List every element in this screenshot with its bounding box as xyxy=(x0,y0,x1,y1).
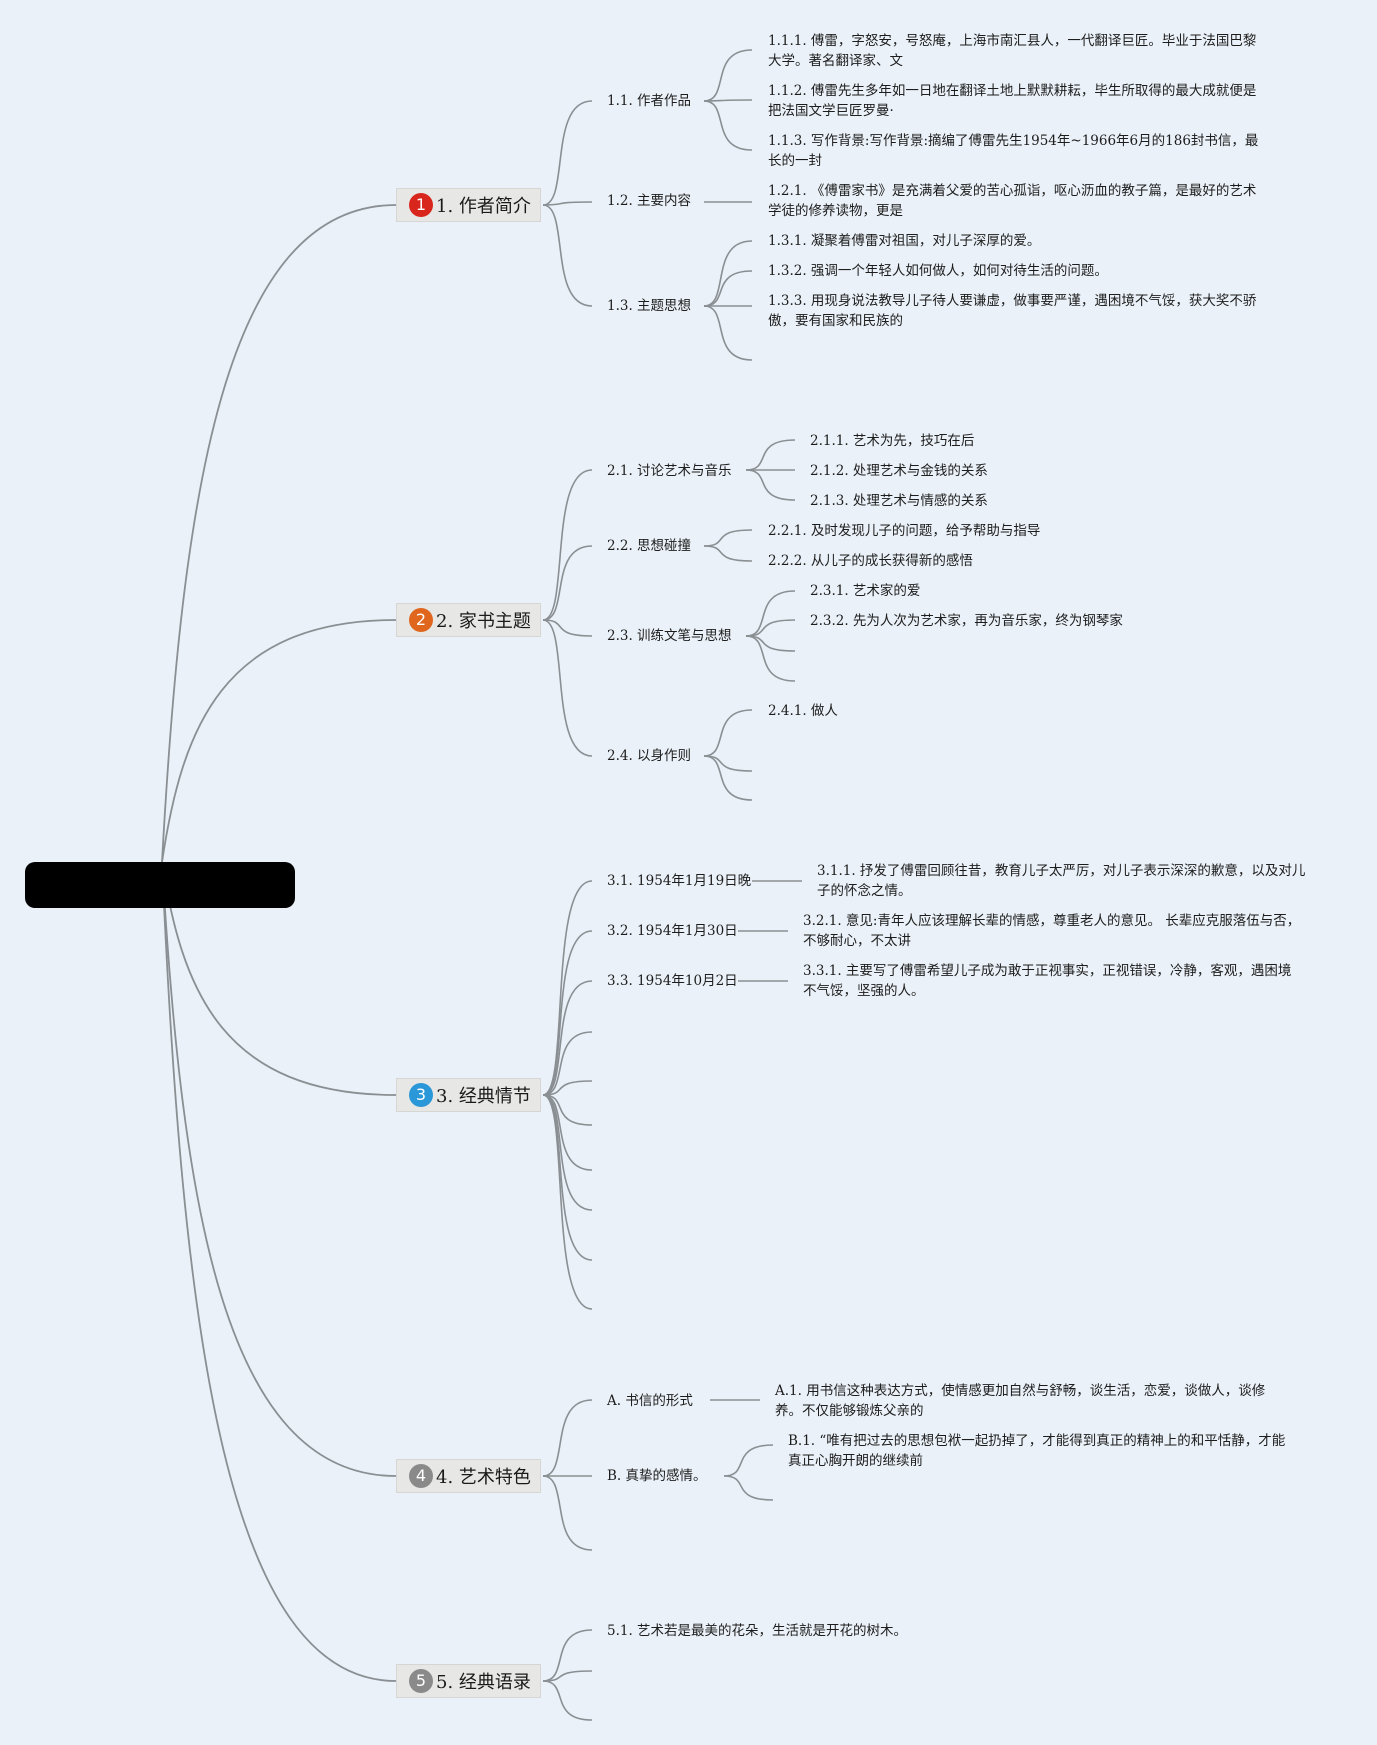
leaf-1-2-1[interactable]: 1.2.1. 《傅雷家书》是充满着父爱的苦心孤诣，呕心沥血的教子篇，是最好的艺术… xyxy=(768,183,1257,219)
root-connector-3 xyxy=(161,861,397,1096)
root-connector-2 xyxy=(161,619,397,863)
topic-label: 4. 艺术特色 xyxy=(436,1467,531,1488)
subtopic-5-1[interactable]: 5.1. 艺术若是最美的花朵，生活就是开花的树木。 xyxy=(607,1623,908,1639)
subtopic-connector-3-1 xyxy=(703,240,753,307)
number-badge-icon: 3 xyxy=(409,1083,433,1107)
topic-4-connector-3 xyxy=(542,1475,593,1551)
subtopic-connector-1-2 xyxy=(703,99,753,102)
topic-author-intro[interactable]: 1 1. 作者简介 xyxy=(396,188,541,222)
subtopic-1-2[interactable]: 1.2. 主要内容 xyxy=(607,193,692,209)
subtopic-connector-1-3 xyxy=(703,100,753,151)
topic-3-connector-5 xyxy=(542,1080,593,1096)
subtopic-connector-3-4 xyxy=(703,305,753,361)
topic-3-connector-1 xyxy=(542,880,593,1096)
subtopic-1-3[interactable]: 1.3. 主题思想 xyxy=(607,298,692,314)
leaf-3-2-1[interactable]: 3.2.1. 意见:青年人应该理解长辈的情感，尊重老人的意见。 长辈应克服落伍与… xyxy=(803,913,1301,949)
subtopic-2-1[interactable]: 2.1. 讨论艺术与音乐 xyxy=(607,463,732,479)
topic-5-connector-2 xyxy=(542,1670,593,1682)
subtopic-2-4[interactable]: 2.4. 以身作则 xyxy=(607,748,692,764)
subtopic-3-2[interactable]: 3.2. 1954年1月30日 xyxy=(607,923,738,939)
leaf-3-3-1[interactable]: 3.3.1. 主要写了傅雷希望儿子成为敢于正视事实，正视错误，冷静，客观，遇困境… xyxy=(803,963,1292,999)
root-connector-5 xyxy=(161,861,397,1682)
leaf-2-1-2[interactable]: 2.1.2. 处理艺术与金钱的关系 xyxy=(810,463,988,479)
leaf-2-2-2[interactable]: 2.2.2. 从儿子的成长获得新的感悟 xyxy=(768,553,973,569)
topic-3-connector-3 xyxy=(542,980,593,1096)
topic-2-connector-3 xyxy=(542,619,593,637)
subtopic-connector-b-2 xyxy=(723,1475,774,1501)
leaf-2-1-1[interactable]: 2.1.1. 艺术为先，技巧在后 xyxy=(810,433,975,449)
number-badge-icon: 1 xyxy=(409,193,433,217)
subtopic-connector-b-1 xyxy=(723,1444,774,1477)
subtopic-connector-5-1 xyxy=(703,529,753,547)
subtopic-2-3[interactable]: 2.3. 训练文笔与思想 xyxy=(607,628,732,644)
topic-3-connector-7 xyxy=(542,1094,593,1171)
topic-label: 3. 经典情节 xyxy=(436,1086,531,1107)
leaf-2-1-3[interactable]: 2.1.3. 处理艺术与情感的关系 xyxy=(810,493,988,509)
leaf-2-2-1[interactable]: 2.2.1. 及时发现儿子的问题，给予帮助与指导 xyxy=(768,523,1041,539)
topic-1-connector-1 xyxy=(542,100,593,206)
topic-3-connector-10 xyxy=(542,1094,593,1310)
leaf-1-3-2[interactable]: 1.3.2. 强调一个年轻人如何做人，如何对待生活的问题。 xyxy=(768,263,1108,279)
topic-classic-quotes[interactable]: 5 5. 经典语录 xyxy=(396,1664,541,1698)
number-badge-icon: 5 xyxy=(409,1669,433,1693)
topic-3-connector-2 xyxy=(542,930,593,1096)
topic-3-connector-4 xyxy=(542,1031,593,1096)
subtopic-connector-6-1 xyxy=(745,590,796,637)
leaf-b-1[interactable]: B.1. “唯有把过去的思想包袱一起扔掉了，才能得到真正的精神上的和平恬静，才能… xyxy=(788,1433,1286,1469)
topic-label: 2. 家书主题 xyxy=(436,611,531,632)
topic-art-features[interactable]: 4 4. 艺术特色 xyxy=(396,1459,541,1493)
leaf-3-1-1[interactable]: 3.1.1. 抒发了傅雷回顾往昔，教育儿子太严厉，对儿子表示深深的歉意，以及对儿… xyxy=(817,863,1306,899)
subtopic-b[interactable]: B. 真挚的感情。 xyxy=(607,1468,707,1484)
leaf-1-3-3[interactable]: 1.3.3. 用现身说法教导儿子待人要谦虚，做事要严谨，遇困境不气馁，获大奖不骄… xyxy=(768,293,1257,329)
subtopic-connector-7-1 xyxy=(703,709,753,757)
subtopic-3-3[interactable]: 3.3. 1954年10月2日 xyxy=(607,973,738,989)
topic-3-connector-6 xyxy=(542,1094,593,1126)
topic-5-connector-3 xyxy=(542,1680,593,1721)
subtopic-connector-7-3 xyxy=(703,755,753,801)
topic-3-connector-8 xyxy=(542,1094,593,1211)
topic-label: 5. 经典语录 xyxy=(436,1672,531,1693)
leaf-1-1-2[interactable]: 1.1.2. 傅雷先生多年如一日地在翻译土地上默默耕耘，毕生所取得的最大成就便是… xyxy=(768,83,1257,119)
topic-1-connector-2 xyxy=(542,201,593,206)
leaf-1-1-3[interactable]: 1.1.3. 写作背景:写作背景:摘编了傅雷先生1954年~1966年6月的18… xyxy=(768,133,1259,169)
root-node-redacted[interactable] xyxy=(25,862,295,908)
subtopic-connector-6-2 xyxy=(745,619,796,637)
leaf-2-3-2[interactable]: 2.3.2. 先为人次为艺术家，再为音乐家，终为钢琴家 xyxy=(810,613,1123,629)
topic-classic-plots[interactable]: 3 3. 经典情节 xyxy=(396,1078,541,1112)
subtopic-a[interactable]: A. 书信的形式 xyxy=(607,1393,693,1409)
topic-1-connector-3 xyxy=(542,204,593,307)
topic-3-connector-9 xyxy=(542,1094,593,1261)
subtopic-connector-3-2 xyxy=(703,270,753,307)
subtopic-1-1[interactable]: 1.1. 作者作品 xyxy=(607,93,692,109)
subtopic-connector-6-4 xyxy=(745,635,796,682)
leaf-a-1[interactable]: A.1. 用书信这种表达方式，使情感更加自然与舒畅，谈生活，恋爱，谈做人，谈修养… xyxy=(775,1383,1266,1419)
subtopic-3-1[interactable]: 3.1. 1954年1月19日晚 xyxy=(607,873,752,889)
number-badge-icon: 4 xyxy=(409,1464,433,1488)
topic-4-connector-1 xyxy=(542,1399,593,1477)
root-connector-1 xyxy=(161,204,397,863)
leaf-1-1-1[interactable]: 1.1.1. 傅雷，字怒安，号怒庵，上海市南汇县人，一代翻译巨匠。毕业于法国巴黎… xyxy=(768,33,1257,69)
topic-label: 1. 作者简介 xyxy=(436,196,531,217)
topic-2-connector-2 xyxy=(542,545,593,621)
root-connector-4 xyxy=(161,861,397,1477)
topic-letter-themes[interactable]: 2 2. 家书主题 xyxy=(396,603,541,637)
subtopic-2-2[interactable]: 2.2. 思想碰撞 xyxy=(607,538,692,554)
topic-2-connector-1 xyxy=(542,469,593,621)
number-badge-icon: 2 xyxy=(409,608,433,632)
subtopic-connector-4-3 xyxy=(745,469,796,501)
leaf-2-4-1[interactable]: 2.4.1. 做人 xyxy=(768,703,838,719)
subtopic-connector-4-1 xyxy=(745,439,796,471)
subtopic-connector-1-1 xyxy=(703,49,753,102)
topic-2-connector-4 xyxy=(542,619,593,757)
topic-5-connector-1 xyxy=(542,1629,593,1682)
leaf-1-3-1[interactable]: 1.3.1. 凝聚着傅雷对祖国，对儿子深厚的爱。 xyxy=(768,233,1041,249)
subtopic-connector-5-2 xyxy=(703,545,753,562)
leaf-2-3-1[interactable]: 2.3.1. 艺术家的爱 xyxy=(810,583,921,599)
